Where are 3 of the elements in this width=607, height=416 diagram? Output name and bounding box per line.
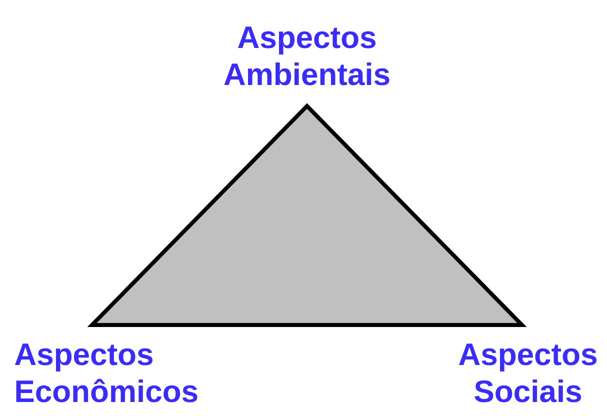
- corner-label: Aspectos Sociais: [459, 344, 596, 402]
- corner-label: Aspectos Econômicos: [14, 344, 198, 402]
- corner-label: Aspectos Ambientais: [224, 26, 390, 86]
